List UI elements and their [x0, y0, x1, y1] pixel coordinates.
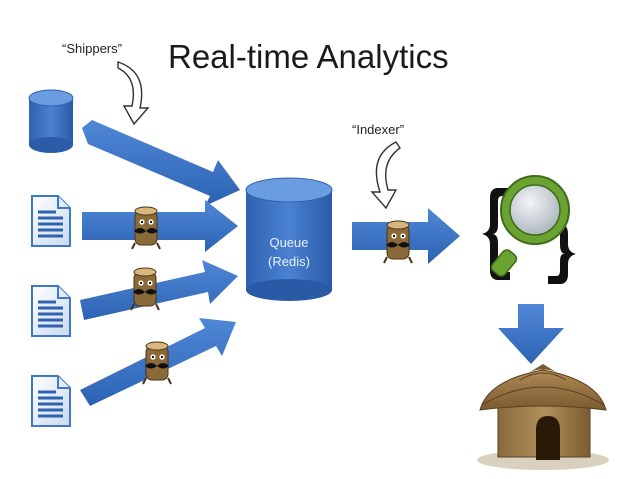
log-mascot-icon: [142, 341, 172, 385]
queue-label-line2: (Redis): [268, 254, 310, 269]
document-icon: [31, 195, 71, 247]
arrow-doc2-to-queue: [80, 260, 238, 320]
arrow-index-to-hut: [498, 304, 564, 364]
queue-cylinder-icon: [245, 177, 333, 301]
document-icon: [31, 375, 71, 427]
indexer-label: “Indexer”: [352, 122, 405, 137]
shippers-label: “Shippers”: [62, 41, 122, 56]
queue-label-line1: Queue: [269, 235, 309, 250]
curved-pointer-arrow-icon: [117, 61, 150, 126]
document-icon: [31, 285, 71, 337]
database-icon: [28, 89, 74, 153]
queue-label: Queue (Redis): [247, 233, 331, 271]
search-index-icon: [482, 175, 576, 284]
log-mascot-icon: [130, 267, 160, 311]
arrow-doc1-to-queue: [82, 200, 238, 252]
log-mascot-icon: [383, 220, 413, 264]
curved-pointer-arrow-icon: [370, 141, 401, 210]
hut-icon: [477, 364, 609, 470]
log-mascot-icon: [131, 206, 161, 250]
arrow-database-to-queue: [82, 120, 240, 206]
slide-title: Real-time Analytics: [168, 38, 449, 75]
